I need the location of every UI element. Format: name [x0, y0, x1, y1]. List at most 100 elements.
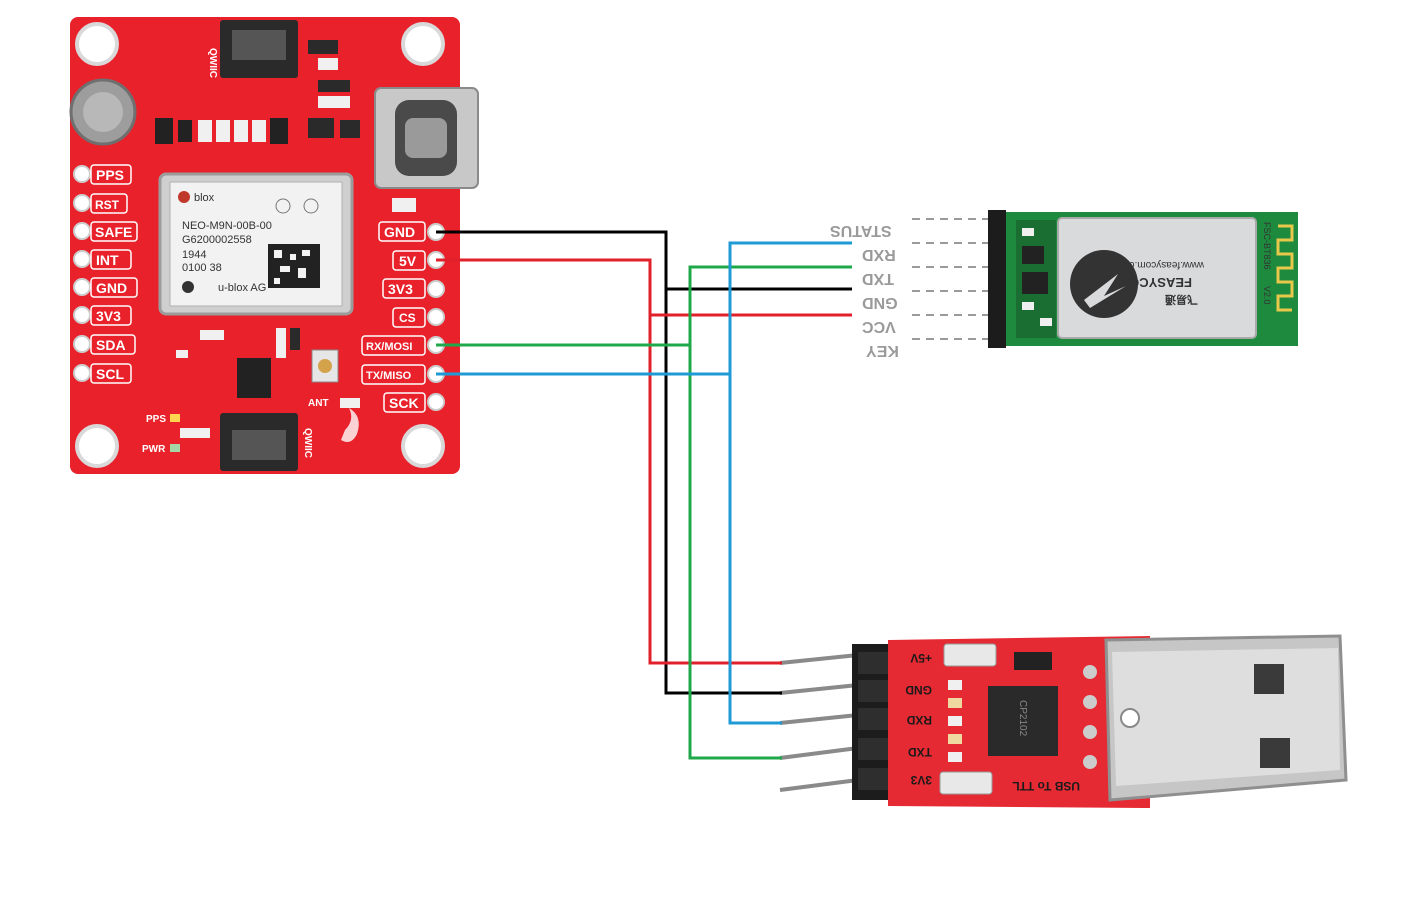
pin-label-tx-miso: TX/MISO [366, 370, 412, 382]
pin-label-gnd-right: GND [384, 224, 415, 240]
wire-tx-bt-rxd [436, 241, 852, 376]
usb-ttl-adapter: CP2102 +5V GND RXD TXD 3V3 USB To TTL [779, 634, 1348, 808]
module-code-2: 0100 38 [182, 262, 222, 274]
bt-pin-status: STATUS [830, 222, 892, 239]
pin-label-gnd-left: GND [96, 280, 127, 296]
usb-ttl-capacitor [939, 771, 993, 795]
usb-ttl-pin-rxd: RXD [906, 713, 932, 727]
mount-hole-icon [75, 424, 119, 468]
cert-mark-icon [303, 198, 319, 214]
usb-ttl-chip [988, 686, 1058, 756]
pin-label-box [90, 164, 132, 185]
usb-ttl-pin-3v3: 3V3 [910, 773, 932, 787]
pin-hole-icon [427, 280, 445, 298]
bt-pin-vcc: VCC [862, 318, 896, 335]
pin-label-sck: SCK [389, 395, 419, 411]
pin-label-box [361, 335, 426, 356]
bt-module: FEASYCOM www.feasycom.com 飞易通 FSC-BT836 … [830, 210, 1298, 359]
module-brand: blox [194, 192, 215, 204]
bt-chinese-brand: 飞易通 [1165, 293, 1198, 306]
pin-label-box [361, 364, 426, 385]
pin-label-box [90, 221, 138, 242]
module-maker: u-blox AG [218, 282, 266, 294]
gps-board: QWIIC QWIIC blox NEO-M9N-00B-00 G6200002… [69, 17, 479, 474]
pps-led [170, 414, 180, 422]
mount-hole-icon [401, 22, 445, 66]
usb-ttl-capacitor [943, 643, 997, 667]
pin-label-rst: RST [95, 198, 120, 212]
module-serial: G6200002558 [182, 234, 252, 246]
qwiic-label-bottom: QWIIC [302, 428, 313, 458]
pin-label-box [392, 250, 426, 271]
wire-rx-usb-txd [688, 345, 782, 760]
wire-5v-usb [648, 315, 782, 665]
pin-label-box [90, 249, 132, 270]
wire-rx-bt-txd [436, 265, 852, 347]
pin-label-pps: PPS [96, 167, 124, 183]
usb-plug-hole-icon [1254, 664, 1284, 694]
pin-hole-icon [73, 250, 91, 268]
pin1-dot-icon [182, 281, 194, 293]
pin-label-box [392, 307, 426, 328]
wire-gnd-bt [436, 230, 852, 291]
pin-hole-icon [73, 222, 91, 240]
led-label-pps: PPS [146, 414, 166, 425]
bt-url: www.feasycom.com [1116, 259, 1205, 270]
qwiic-label-top: QWIIC [207, 48, 218, 78]
mount-hole-icon [401, 424, 445, 468]
pin-label-int: INT [96, 252, 119, 268]
pin-label-scl: SCL [96, 366, 124, 382]
pin-label-box [90, 363, 132, 384]
pin-hole-icon [73, 278, 91, 296]
usb-ttl-pin-gnd: GND [905, 683, 932, 697]
cert-mark-icon [275, 198, 291, 214]
bt-pin-gnd: GND [862, 294, 898, 311]
bt-version: V2.0 [1262, 286, 1272, 305]
pin-hole-icon [73, 165, 91, 183]
ant-label: ANT [308, 398, 329, 409]
pin-label-3v3-left: 3V3 [96, 308, 121, 324]
bt-pin-key: KEY [866, 342, 899, 359]
usb-ttl-title: USB To TTL [1012, 779, 1080, 793]
pin-hole-icon [73, 335, 91, 353]
pin-hole-icon [427, 393, 445, 411]
usb-ttl-pin-5v: +5V [910, 651, 932, 665]
pin-label-box [378, 221, 426, 242]
pin-label-box [382, 278, 426, 299]
usb-plug-hole-icon [1260, 738, 1290, 768]
mount-hole-icon [75, 22, 119, 66]
wire-tx-usb-rxd [728, 374, 782, 725]
pin-hole-icon [73, 364, 91, 382]
wires [436, 230, 852, 760]
pin-label-box [90, 305, 132, 326]
pin-label-cs: CS [399, 311, 416, 325]
wire-gnd-usb [664, 289, 782, 695]
pin-label-box [90, 193, 128, 214]
bt-antenna-icon [1276, 224, 1294, 312]
pwr-led [170, 444, 180, 452]
bt-pin-rxd: RXD [862, 246, 896, 263]
module-code-1: 1944 [182, 249, 206, 261]
bt-pin-txd: TXD [862, 270, 894, 287]
gps-left-pins: PPS RST SAFE INT GND 3V3 SDA SCL [73, 164, 138, 384]
pin-label-box [90, 277, 138, 298]
sparkfun-flame-icon [341, 408, 359, 442]
pin-label-sda: SDA [96, 337, 126, 353]
led-label-pwr: PWR [142, 444, 166, 455]
ublox-logo-icon [178, 191, 190, 203]
bt-brand: FEASYCOM [1118, 275, 1192, 290]
bt-pin-leads [912, 218, 990, 340]
pin-label-box [383, 392, 426, 413]
pin-label-rx-mosi: RX/MOSI [366, 341, 412, 353]
pin-hole-icon [73, 194, 91, 212]
pin-label-box [90, 334, 136, 355]
pin-hole-icon [73, 306, 91, 324]
pin-hole-icon [427, 308, 445, 326]
module-model: NEO-M9N-00B-00 [182, 220, 272, 232]
pin-label-safe: SAFE [95, 224, 132, 240]
bt-header [988, 210, 1006, 348]
usb-ttl-pin-txd: TXD [908, 745, 932, 759]
pin-label-3v3-right: 3V3 [388, 281, 413, 297]
usb-ttl-pin-leads [779, 653, 859, 792]
